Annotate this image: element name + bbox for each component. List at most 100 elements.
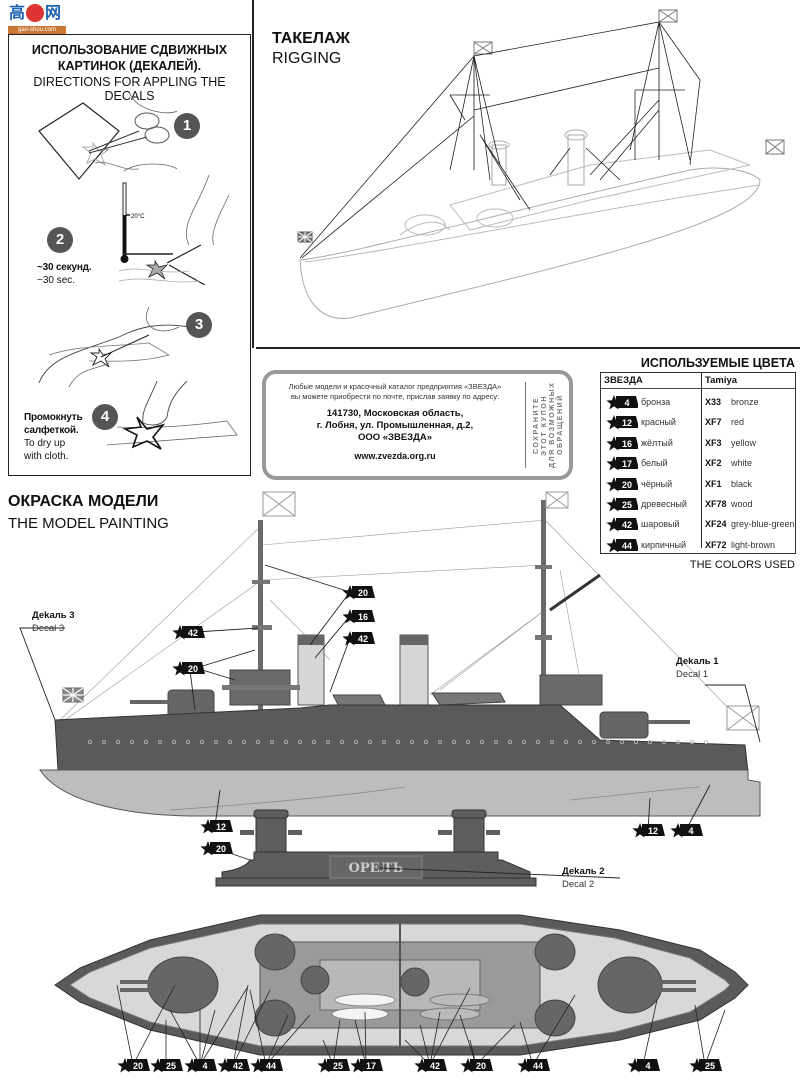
color-name-en: black [731, 478, 753, 489]
watermark-glyph: 网 [44, 3, 61, 22]
star-icon [150, 1058, 166, 1073]
star-icon [342, 585, 358, 600]
coupon-side-note: СОХРАНИТЕ ЭТОТ КУПОН ДЛЯ ВОЗМОЖНЫХ ОБРАЩ… [528, 380, 568, 470]
star-icon [184, 1058, 200, 1073]
star-icon [606, 435, 622, 451]
star-icon [250, 1058, 266, 1073]
step4-illustration-blot-decal [106, 381, 238, 450]
paint-callout-badge: 20 [200, 841, 233, 856]
paint-callout-number: 16 [622, 439, 632, 449]
colors-title: ИСПОЛЬЗУЕМЫЕ ЦВЕТА [640, 356, 795, 370]
paint-callout-number: 20 [622, 480, 632, 490]
paint-callout-badge: 42 [217, 1058, 250, 1073]
color-number-badge: 16 [606, 435, 638, 451]
star-icon [606, 476, 622, 492]
star-icon [606, 415, 622, 430]
tamiya-code: XF2 [705, 458, 722, 469]
color-name-ru: кирпичный [641, 539, 687, 550]
colors-table-header: ЗВЕЗДА Tamiya [601, 373, 795, 389]
star-icon [200, 819, 216, 834]
paint-callout-badge: 4 [670, 823, 703, 838]
aft-funnel [399, 634, 429, 706]
painting-title-ru: ОКРАСКА МОДЕЛИ [8, 493, 159, 510]
star-icon [117, 1058, 133, 1073]
star-icon [317, 1058, 333, 1073]
step-1-badge: 1 [174, 113, 200, 139]
aft-turret-top [597, 956, 663, 1014]
colors-column-divider [701, 373, 702, 548]
decal-instructions-panel: ИСПОЛЬЗОВАНИЕ СДВИЖНЫХ КАРТИНОК (ДЕКАЛЕЙ… [8, 34, 251, 476]
paint-callout-badge: 20 [606, 476, 638, 492]
coupon-side-line: ЭТОТ КУПОН [540, 394, 548, 456]
paint-callout-number: 25 [622, 500, 632, 510]
tamiya-code: XF72 [705, 539, 727, 550]
star-icon [606, 537, 622, 553]
paint-callout-badge: 44 [250, 1058, 283, 1073]
color-name-ru: жёлтый [641, 437, 673, 448]
decal-instructions-title-ru: ИСПОЛЬЗОВАНИЕ СДВИЖНЫХ КАРТИНОК (ДЕКАЛЕЙ… [31, 43, 228, 73]
paint-callout-number: 44 [266, 1061, 276, 1071]
color-name-en: red [731, 417, 745, 428]
color-number-badge: 44 [606, 537, 638, 553]
watermark-url: gao-shou.com [8, 26, 66, 34]
paint-callout-badge: 25 [689, 1058, 722, 1073]
paint-callout-number: 12 [648, 826, 658, 836]
address-coupon: Любые модели и красочный каталог предпри… [262, 370, 573, 480]
decal-1-label-ru: Деkаль 1 [676, 656, 719, 667]
color-name-en: bronze [731, 397, 759, 407]
color-number-badge: 25 [606, 497, 638, 512]
section-divider-vertical [252, 0, 254, 348]
decal-2-label-ru: Деkаль 2 [562, 866, 605, 877]
tamiya-code: XF1 [705, 478, 722, 489]
paint-callout-badge: 4 [606, 395, 638, 410]
star-icon [606, 497, 622, 512]
union-jack-flag-icon [62, 687, 84, 703]
paint-callout-number: 25 [705, 1061, 715, 1071]
color-name-en: yellow [731, 437, 757, 448]
step3-illustration-slide-decal [38, 306, 190, 387]
tamiya-code: XF7 [705, 417, 722, 428]
star-icon [217, 1058, 233, 1073]
main-mast [541, 500, 546, 700]
paint-callout-badge: 16 [606, 435, 638, 451]
paint-callout-number: 17 [622, 459, 632, 469]
coupon-address-line-1: 141730, Московская область, [326, 408, 464, 419]
star-icon [606, 517, 622, 532]
star-icon [342, 609, 358, 624]
column-header-tamiya: Tamiya [705, 375, 738, 386]
star-icon [460, 1058, 476, 1073]
column-header-zvezda: ЗВЕЗДА [604, 375, 643, 386]
paint-callout-badge: 17 [606, 456, 638, 471]
paint-callout-number: 20 [133, 1061, 143, 1071]
watermark-emblem-icon [26, 4, 44, 22]
paint-callout-badge: 44 [606, 537, 638, 553]
coupon-website-link[interactable]: www.zvezda.org.ru [354, 451, 436, 461]
star-icon [342, 631, 358, 646]
section-divider-horizontal [256, 347, 800, 349]
star-icon [627, 1058, 643, 1073]
paint-callout-badge: 4 [627, 1058, 660, 1073]
step2-illustration-soak-water: 20°C [118, 175, 230, 285]
color-name-en: white [731, 458, 753, 469]
tamiya-code: XF24 [705, 519, 727, 530]
paint-callout-number: 20 [476, 1061, 486, 1071]
color-name-ru: бронза [641, 397, 671, 407]
paint-callout-number: 4 [645, 1061, 650, 1071]
step-4-badge: 4 [92, 404, 118, 430]
color-name-ru: древесный [641, 499, 687, 509]
paint-callout-number: 20 [216, 844, 226, 854]
color-number-badge: 4 [606, 395, 638, 410]
paint-callout-number: 25 [166, 1061, 176, 1071]
paint-callout-number: 12 [622, 418, 632, 428]
display-stand [215, 809, 537, 887]
paint-callout-number: 42 [622, 520, 632, 530]
star-icon [632, 823, 648, 838]
paint-callout-badge: 4 [184, 1058, 217, 1073]
